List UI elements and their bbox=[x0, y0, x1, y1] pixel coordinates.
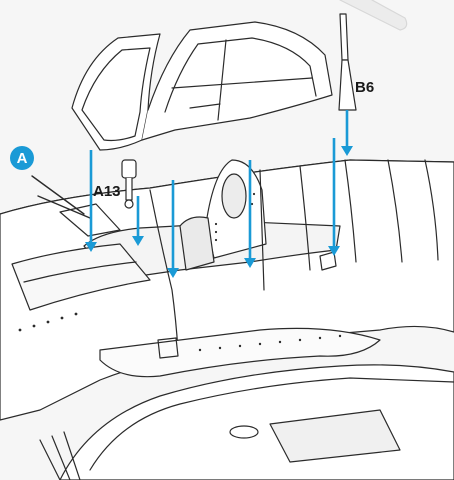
panel-line bbox=[424, 159, 439, 261]
wing-fairing bbox=[99, 327, 381, 378]
arrow-head-1 bbox=[85, 242, 97, 252]
antenna-mast-part bbox=[338, 13, 357, 111]
wing-inspection-port bbox=[229, 425, 259, 439]
canopy-rail bbox=[37, 195, 91, 219]
ghost-shape bbox=[339, 0, 408, 31]
canopy-part bbox=[71, 21, 333, 151]
step-badge-circle bbox=[10, 146, 34, 170]
arrow-head-3 bbox=[167, 268, 179, 278]
panel-line bbox=[344, 159, 357, 263]
panel-line bbox=[259, 169, 265, 291]
fitting-part-a13 bbox=[121, 159, 137, 209]
arrow-head-5 bbox=[328, 246, 340, 256]
step-badge: A bbox=[16, 149, 28, 167]
hatch-square bbox=[157, 337, 179, 359]
headrest-pad bbox=[221, 173, 247, 219]
arrow-head-6 bbox=[341, 146, 353, 156]
canopy-rail bbox=[31, 175, 85, 215]
landing-gear-detail bbox=[39, 431, 81, 480]
seat bbox=[179, 216, 215, 271]
arrow-head-4 bbox=[244, 258, 256, 268]
wing bbox=[59, 364, 454, 480]
panel-line bbox=[299, 165, 311, 271]
hatch-square bbox=[319, 251, 337, 271]
side-panel-line bbox=[23, 261, 137, 283]
wing-panel-hatch bbox=[269, 409, 401, 463]
panel-line bbox=[387, 159, 403, 263]
panel-line bbox=[149, 189, 179, 351]
side-panel bbox=[11, 243, 151, 311]
arrow-head-2 bbox=[132, 236, 144, 246]
wing-leading-edge bbox=[89, 377, 454, 471]
part-label-a13: A13 bbox=[93, 183, 121, 200]
assembly-arrows bbox=[85, 110, 353, 278]
part-label-b6: B6 bbox=[355, 79, 375, 96]
